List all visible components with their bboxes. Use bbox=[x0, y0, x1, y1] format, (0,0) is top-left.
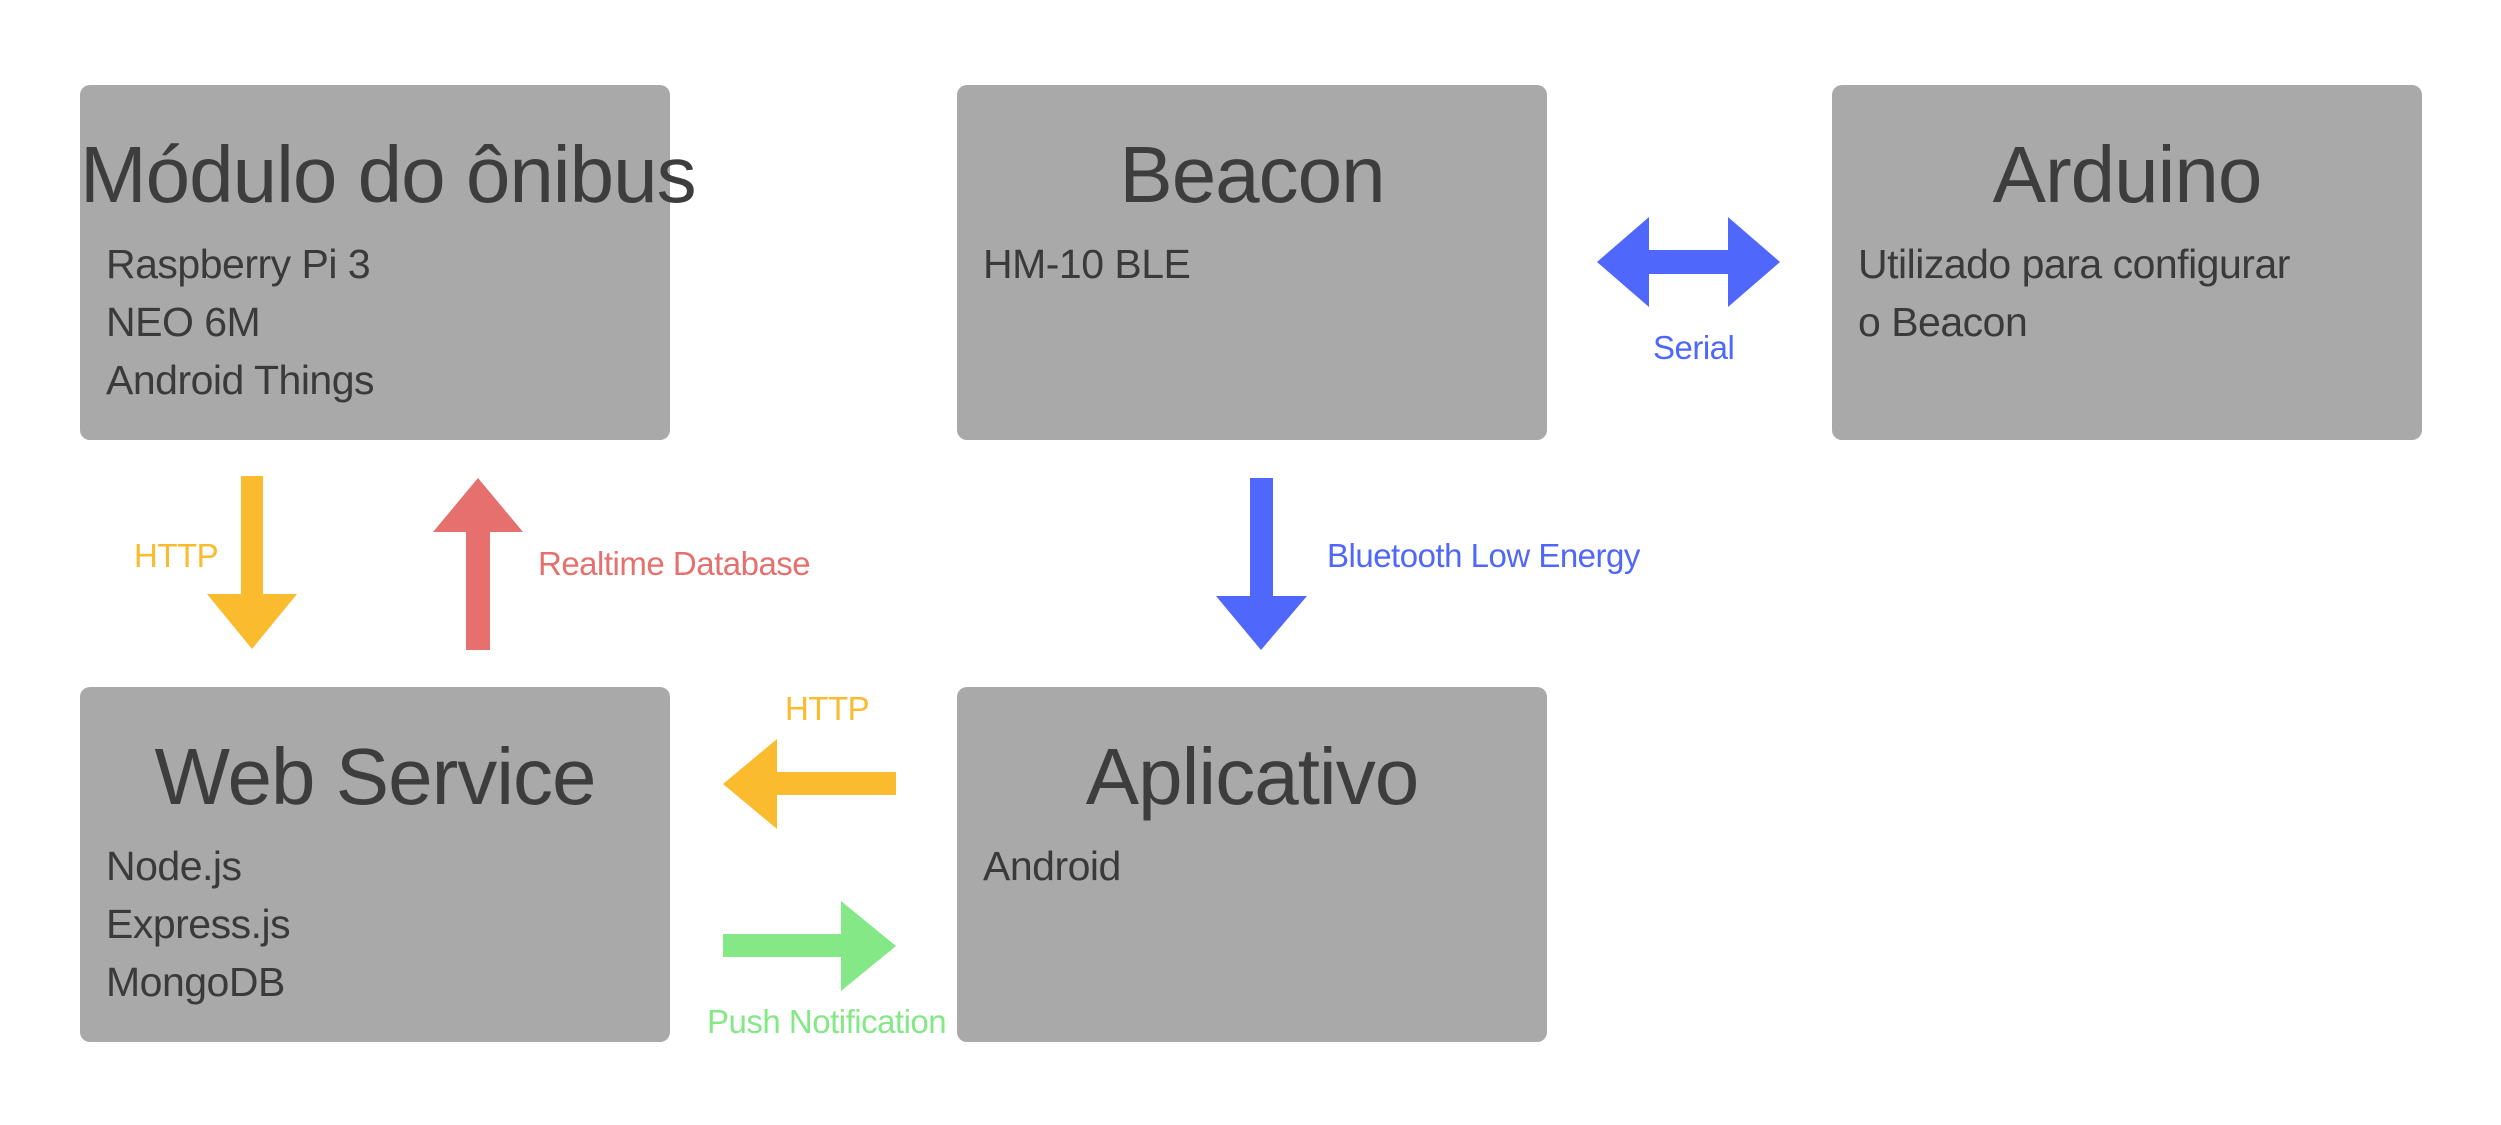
bluetooth-down-arrow bbox=[1216, 478, 1307, 650]
beacon-title: Beacon bbox=[1119, 130, 1385, 219]
push-right-arrow bbox=[723, 901, 896, 991]
arduino-line: o Beacon bbox=[1858, 299, 2028, 345]
beacon-box: Beacon HM-10 BLE bbox=[957, 85, 1547, 440]
bus-module-box: Módulo do ônibus Raspberry Pi 3 NEO 6M A… bbox=[80, 85, 697, 440]
arduino-line: Utilizado para configurar bbox=[1858, 241, 2290, 287]
web-service-line: Express.js bbox=[106, 901, 291, 947]
arduino-box: Arduino Utilizado para configurar o Beac… bbox=[1832, 85, 2422, 440]
bus-module-line: Raspberry Pi 3 bbox=[106, 241, 371, 287]
realtime-up-arrow bbox=[433, 478, 523, 650]
beacon-arduino-label: Serial bbox=[1653, 329, 1735, 366]
app-title: Aplicativo bbox=[1085, 732, 1419, 821]
beacon-to-app-label: Bluetooth Low Energy bbox=[1327, 537, 1640, 574]
web-service-box: Web Service Node.js Express.js MongoDB bbox=[80, 687, 670, 1042]
bus-module-line: NEO 6M bbox=[106, 299, 261, 345]
bus-module-title: Módulo do ônibus bbox=[80, 130, 697, 219]
bus-to-web-label: HTTP bbox=[134, 537, 219, 574]
beacon-line: HM-10 BLE bbox=[983, 241, 1191, 287]
app-line: Android bbox=[983, 843, 1121, 889]
web-to-app-label: Push Notification bbox=[707, 1003, 947, 1040]
app-to-web-label: HTTP bbox=[785, 690, 870, 727]
web-service-line: MongoDB bbox=[106, 959, 285, 1005]
web-to-bus-label: Realtime Database bbox=[538, 545, 811, 582]
http-down-arrow bbox=[207, 476, 297, 649]
serial-double-arrow bbox=[1597, 217, 1780, 307]
web-service-line: Node.js bbox=[106, 843, 242, 889]
arduino-title: Arduino bbox=[1992, 130, 2263, 219]
web-service-title: Web Service bbox=[154, 732, 596, 821]
app-box: Aplicativo Android bbox=[957, 687, 1547, 1042]
http-left-arrow bbox=[723, 739, 896, 829]
bus-module-line: Android Things bbox=[106, 357, 375, 403]
